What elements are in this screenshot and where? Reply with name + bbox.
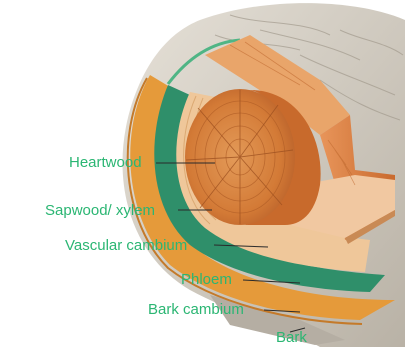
label-bark-cambium: Bark cambium xyxy=(148,302,244,318)
label-bark: Bark xyxy=(276,330,307,346)
label-sapwood-xylem: Sapwood/ xylem xyxy=(45,203,155,219)
label-phloem: Phloem xyxy=(181,272,232,288)
label-heartwood: Heartwood xyxy=(69,155,142,171)
label-vascular-cambium: Vascular cambium xyxy=(65,238,187,254)
